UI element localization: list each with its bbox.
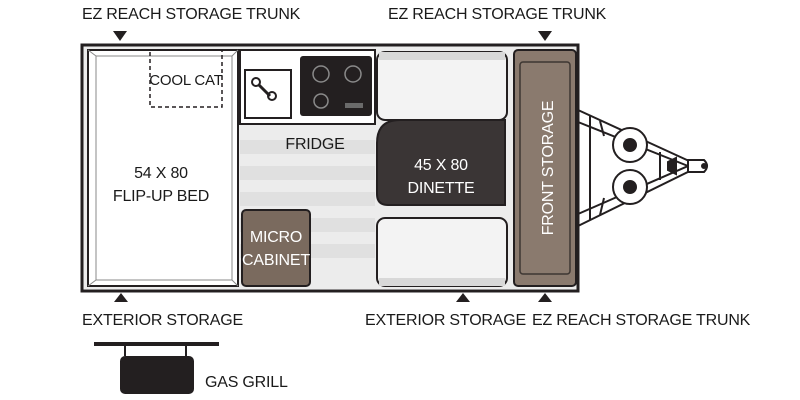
stove (300, 56, 372, 116)
callout-bottom-right: EZ REACH STORAGE TRUNK (532, 312, 751, 329)
front-storage-label: FRONT STORAGE (540, 101, 557, 236)
micro-cabinet-label-2: CABINET (242, 252, 310, 269)
dinette-bench-top (376, 51, 508, 121)
cooler-label: COOL CAT (149, 72, 222, 89)
dinette-bench-bottom (376, 217, 508, 287)
callout-bottom-left: EXTERIOR STORAGE (82, 312, 243, 329)
faucet-icon (251, 77, 277, 101)
gas-grill-icon (94, 342, 219, 394)
dinette-table (376, 119, 506, 206)
marker-top-left (113, 31, 127, 41)
marker-top-right (538, 31, 552, 41)
fridge-label: FRIDGE (285, 136, 344, 153)
dinette-type-label: DINETTE (407, 180, 474, 197)
bed-type-label: FLIP-UP BED (113, 188, 209, 205)
micro-cabinet-label-1: MICRO (250, 229, 302, 246)
gas-grill-label: GAS GRILL (205, 374, 288, 391)
dinette-size-label: 45 X 80 (414, 157, 468, 174)
callout-bottom-center: EXTERIOR STORAGE (365, 312, 526, 329)
marker-bottom-left (114, 293, 128, 302)
stove-knobs (345, 103, 363, 108)
micro-cabinet (241, 209, 311, 287)
burner-icons (312, 65, 362, 109)
camper-outer-wall (80, 43, 580, 293)
callout-top-right: EZ REACH STORAGE TRUNK (388, 6, 607, 23)
bed-size-label: 54 X 80 (134, 165, 188, 182)
hitch-tongue (577, 109, 703, 227)
cooler-outline (149, 49, 223, 108)
hitch-coupler (667, 156, 708, 176)
bed-mattress (95, 55, 233, 281)
propane-tanks (612, 127, 648, 205)
front-storage (513, 49, 577, 287)
marker-bottom-right (538, 293, 552, 302)
marker-bottom-center (456, 293, 470, 302)
callout-top-left: EZ REACH STORAGE TRUNK (82, 6, 301, 23)
